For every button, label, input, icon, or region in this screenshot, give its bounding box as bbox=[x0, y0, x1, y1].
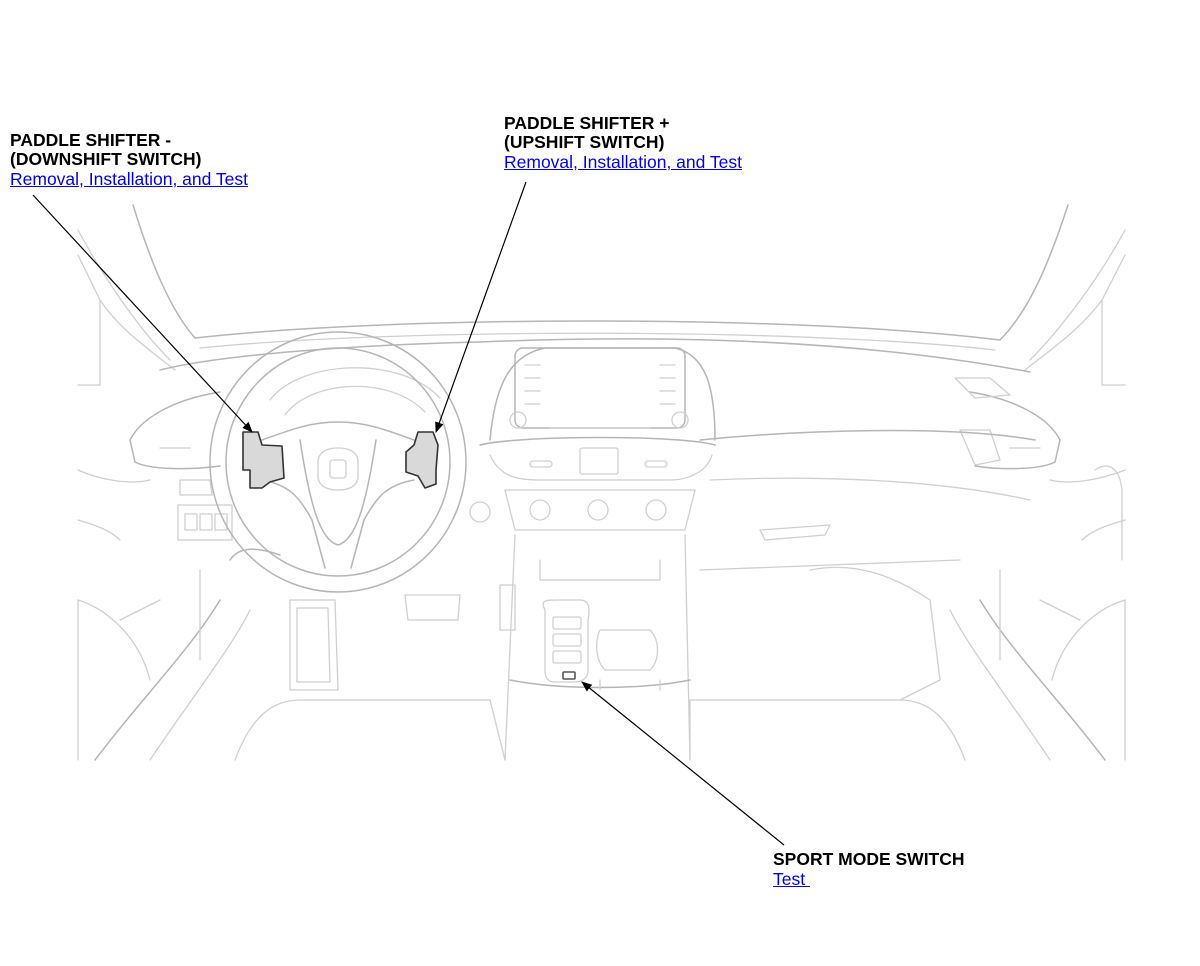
paddle-shifter-downshift bbox=[242, 431, 285, 489]
downshift-leader-line bbox=[32, 194, 253, 433]
door-panels bbox=[77, 299, 1126, 681]
instrument-cluster bbox=[269, 367, 441, 416]
floor-area bbox=[77, 465, 1126, 761]
center-console bbox=[504, 534, 691, 761]
sport-mode-leader-line bbox=[581, 681, 785, 846]
upshift-title-line1: PADDLE SHIFTER + bbox=[504, 113, 670, 133]
downshift-callout-title: PADDLE SHIFTER - (DOWNSHIFT SWITCH) bbox=[10, 131, 202, 169]
sport-mode-title: SPORT MODE SWITCH bbox=[773, 849, 965, 869]
upshift-title-line2: (UPSHIFT SWITCH) bbox=[504, 132, 665, 152]
dashboard bbox=[129, 338, 1061, 561]
center-stack bbox=[469, 347, 716, 531]
upshift-callout-title: PADDLE SHIFTER + (UPSHIFT SWITCH) bbox=[504, 114, 669, 152]
downshift-title-line2: (DOWNSHIFT SWITCH) bbox=[10, 149, 202, 169]
downshift-link[interactable]: Removal, Installation, and Test bbox=[10, 169, 249, 189]
sport-mode-test-link[interactable]: Test bbox=[773, 869, 810, 889]
upshift-leader-line bbox=[435, 181, 527, 434]
paddle-shifter-upshift bbox=[405, 431, 439, 489]
steering-wheel bbox=[209, 331, 467, 593]
upshift-link[interactable]: Removal, Installation, and Test bbox=[504, 152, 743, 172]
downshift-title-line1: PADDLE SHIFTER - bbox=[10, 130, 172, 150]
windshield-frame bbox=[77, 204, 1126, 361]
